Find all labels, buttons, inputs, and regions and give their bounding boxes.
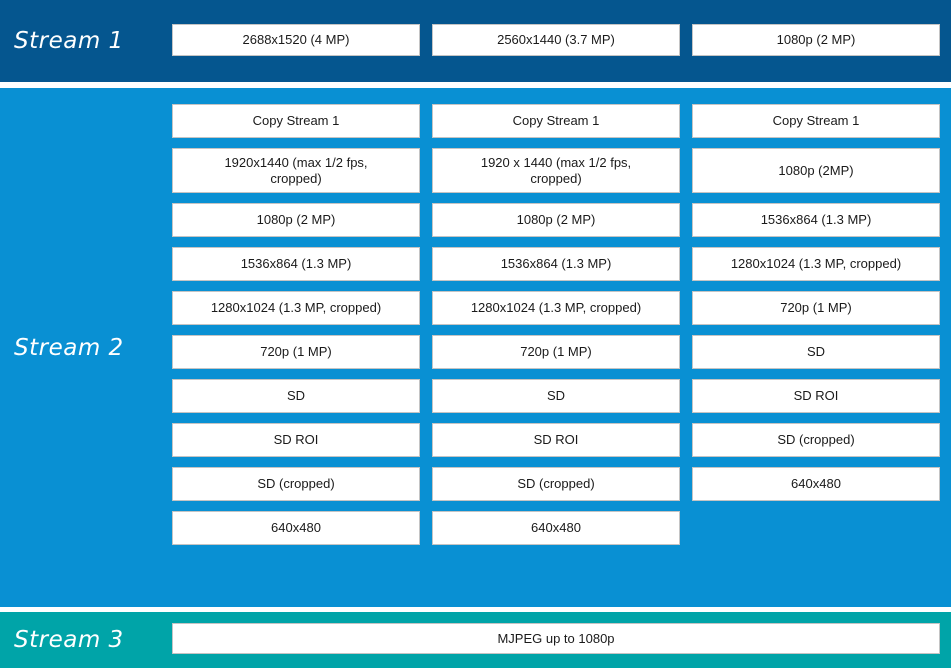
stream2-label: Stream 2: [14, 334, 124, 361]
stream2-option: 1536x864 (1.3 MP): [432, 247, 680, 281]
stream3-label: Stream 3: [14, 627, 124, 653]
stream1-option: 2688x1520 (4 MP): [172, 24, 420, 56]
stream1-label: Stream 1: [14, 28, 124, 54]
stream2-option: Copy Stream 1: [692, 104, 940, 138]
stream2-option: SD: [432, 379, 680, 413]
stream2-option: 720p (1 MP): [172, 335, 420, 369]
stream2-column-1: Copy Stream 1 1920x1440 (max 1/2 fps, cr…: [172, 104, 420, 545]
stream3-band: Stream 3 MJPEG up to 1080p: [0, 612, 951, 668]
stream2-option: 1280x1024 (1.3 MP, cropped): [432, 291, 680, 325]
stream2-option: SD ROI: [172, 423, 420, 457]
stream2-option: 1280x1024 (1.3 MP, cropped): [172, 291, 420, 325]
stream2-option: 1920x1440 (max 1/2 fps, cropped): [172, 148, 420, 193]
stream2-option: Copy Stream 1: [172, 104, 420, 138]
stream2-option: 1536x864 (1.3 MP): [692, 203, 940, 237]
stream2-option: SD (cropped): [692, 423, 940, 457]
stream2-option: 720p (1 MP): [692, 291, 940, 325]
stream2-option: Copy Stream 1: [432, 104, 680, 138]
stream2-option: 1920 x 1440 (max 1/2 fps, cropped): [432, 148, 680, 193]
stream3-option: MJPEG up to 1080p: [172, 623, 940, 654]
stream2-option: SD (cropped): [172, 467, 420, 501]
stream2-band: Stream 2 Copy Stream 1 1920x1440 (max 1/…: [0, 88, 951, 607]
stream2-option: SD: [692, 335, 940, 369]
stream2-option: SD ROI: [432, 423, 680, 457]
stream2-option: 640x480: [432, 511, 680, 545]
stream2-option: 1080p (2 MP): [172, 203, 420, 237]
stream1-option: 2560x1440 (3.7 MP): [432, 24, 680, 56]
stream1-option: 1080p (2 MP): [692, 24, 940, 56]
stream2-option: 1536x864 (1.3 MP): [172, 247, 420, 281]
stream2-column-2: Copy Stream 1 1920 x 1440 (max 1/2 fps, …: [432, 104, 680, 545]
stream2-option: 720p (1 MP): [432, 335, 680, 369]
stream2-option: 640x480: [172, 511, 420, 545]
stream2-option: 1280x1024 (1.3 MP, cropped): [692, 247, 940, 281]
stream2-option: 1080p (2 MP): [432, 203, 680, 237]
stream1-band: Stream 1 2688x1520 (4 MP) 2560x1440 (3.7…: [0, 0, 951, 82]
stream2-option: 640x480: [692, 467, 940, 501]
stream2-option: SD: [172, 379, 420, 413]
stream2-option: 1080p (2MP): [692, 148, 940, 193]
stream2-option: SD (cropped): [432, 467, 680, 501]
stream2-column-3: Copy Stream 1 1080p (2MP) 1536x864 (1.3 …: [692, 104, 940, 501]
stream2-option: SD ROI: [692, 379, 940, 413]
